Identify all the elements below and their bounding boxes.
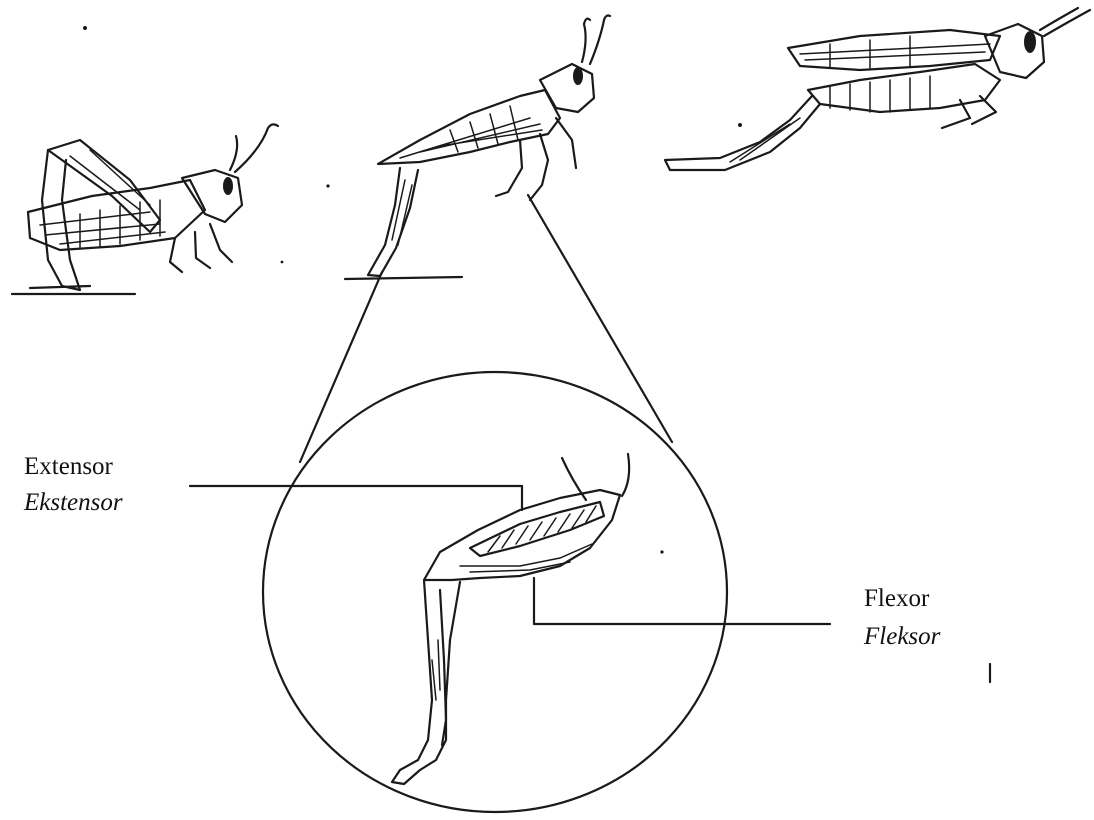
grasshopper-crouching xyxy=(12,124,278,294)
zoom-line-right xyxy=(528,195,672,442)
magnified-view-circle xyxy=(263,372,727,812)
grasshopper-in-flight xyxy=(665,8,1090,170)
extensor-leader-line xyxy=(190,486,522,510)
enlarged-hind-leg xyxy=(392,454,629,784)
ground-line-middle xyxy=(345,277,462,279)
extensor-label-malay: Ekstensor xyxy=(24,490,123,515)
flexor-leader-line xyxy=(534,578,830,624)
flexor-label-malay: Fleksor xyxy=(864,624,940,649)
grasshopper-take-off xyxy=(345,16,610,280)
extensor-label: Extensor xyxy=(24,454,113,479)
flexor-label: Flexor xyxy=(864,586,929,611)
zoom-line-left xyxy=(300,272,382,462)
